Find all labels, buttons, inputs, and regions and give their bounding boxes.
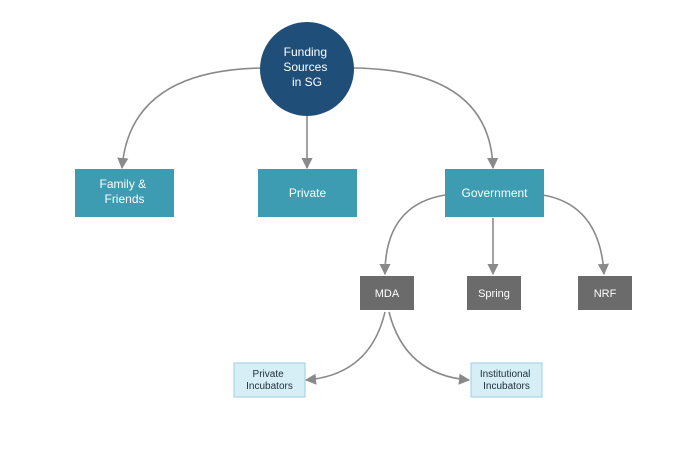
mda-label: MDA <box>375 288 400 300</box>
private-incubators-label-line-2: Incubators <box>246 381 293 392</box>
root-node-funding-sources: Funding Sources in SG <box>260 22 354 116</box>
spring-label: Spring <box>478 288 510 300</box>
private-incubators-label-line-1: Private <box>253 369 285 380</box>
private-label: Private <box>289 186 327 200</box>
svg-text:Private Incubators: Private Incubators <box>246 369 293 392</box>
svg-text:Family & Friends: Family & Friends <box>99 177 149 206</box>
connectors <box>117 67 610 385</box>
government-label: Government <box>461 186 528 200</box>
family-label-line-2: Friends <box>104 192 144 206</box>
root-label-line-1: Funding <box>284 45 327 59</box>
connector-government-to-mda <box>379 194 446 276</box>
root-label-line-3: in SG <box>292 75 322 89</box>
svg-text:Institutional Incubators: Institutional Incubators <box>480 369 533 392</box>
institutional-incubators-label-line-1: Institutional <box>480 369 531 380</box>
connector-root-to-government <box>353 67 499 170</box>
node-private: Private <box>258 169 357 217</box>
root-label-line-2: Sources <box>283 60 327 74</box>
connector-mda-to-private-incubators <box>304 311 386 385</box>
node-mda: MDA <box>360 276 414 310</box>
nrf-label: NRF <box>594 288 617 300</box>
node-spring: Spring <box>467 276 521 310</box>
connector-root-to-family <box>117 67 263 170</box>
node-private-incubators: Private Incubators <box>233 362 306 398</box>
node-government: Government <box>445 169 544 217</box>
node-nrf: NRF <box>578 276 632 310</box>
connector-government-to-nrf <box>542 194 610 276</box>
family-label-line-1: Family & <box>99 177 146 191</box>
svg-text:Funding Sources in: Funding Sources in SG <box>283 45 330 89</box>
node-family-friends: Family & Friends <box>75 169 174 217</box>
institutional-incubators-label-line-2: Incubators <box>483 381 530 392</box>
connector-mda-to-institutional-incubators <box>388 311 471 385</box>
node-institutional-incubators: Institutional Incubators <box>470 362 543 398</box>
